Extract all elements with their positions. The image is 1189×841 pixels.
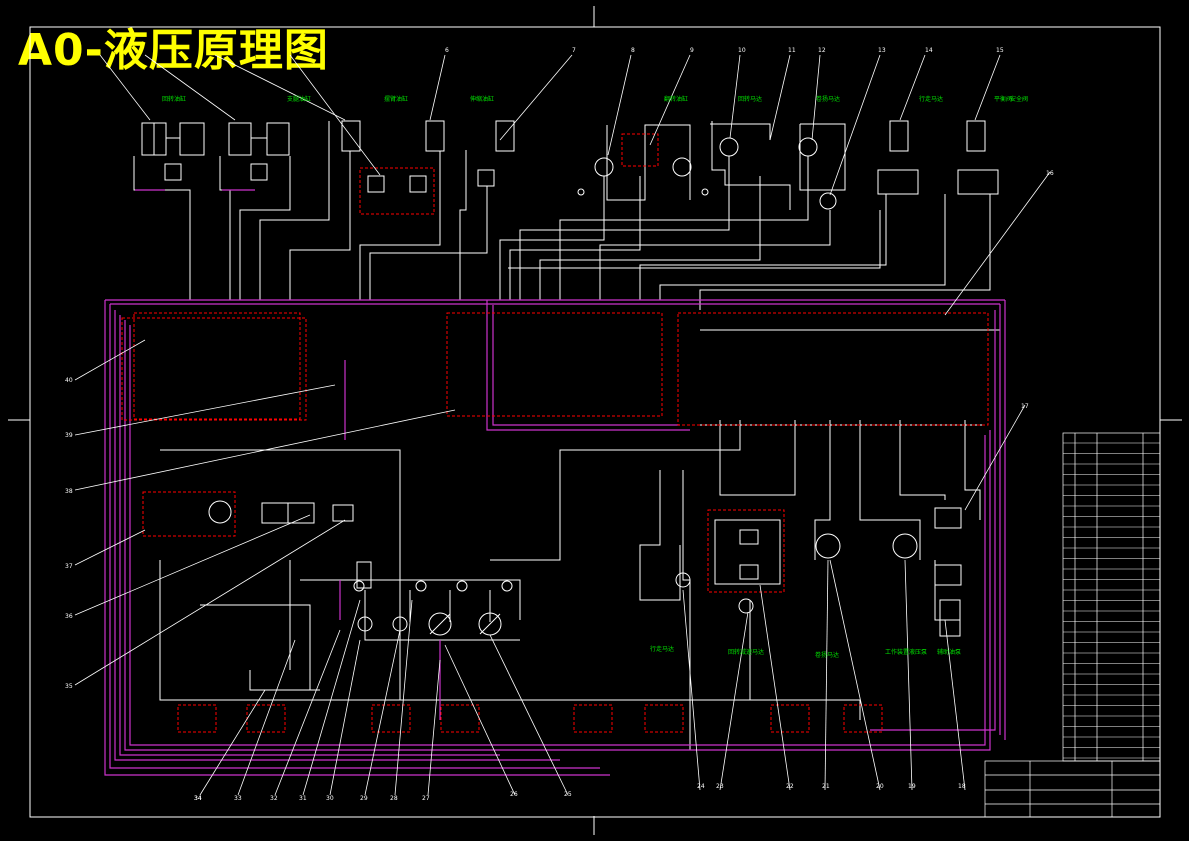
callout-number: 29 xyxy=(360,795,368,802)
drawing-frame xyxy=(29,26,1161,818)
valve-bank-middle xyxy=(446,312,663,417)
callout-number: 37 xyxy=(65,563,73,570)
callout-number: 10 xyxy=(738,47,746,54)
callout-number: 13 xyxy=(878,47,886,54)
callout-number: 40 xyxy=(65,377,73,384)
callout-number: 17 xyxy=(1021,403,1029,410)
callout-number: 7 xyxy=(572,47,576,54)
callout-number: 25 xyxy=(564,791,572,798)
callout-number: 35 xyxy=(65,683,73,690)
callout-number: 18 xyxy=(958,783,966,790)
component-label: 回转马达 xyxy=(738,95,762,103)
callout-number: 33 xyxy=(234,795,242,802)
callout-number: 12 xyxy=(818,47,826,54)
callout-number: 14 xyxy=(925,47,933,54)
cylinder-group-1 xyxy=(141,122,290,156)
component-label: 行走马达 xyxy=(919,95,943,103)
callout-number: 6 xyxy=(445,47,449,54)
callout-number: 38 xyxy=(65,488,73,495)
callout-number: 28 xyxy=(390,795,398,802)
callout-number: 39 xyxy=(65,432,73,439)
valve-bank-right xyxy=(677,312,989,426)
callout-number: 34 xyxy=(194,795,202,802)
callout-number: 9 xyxy=(690,47,694,54)
drawing-title: A0-液压原理图 xyxy=(18,25,329,76)
callout-number: 16 xyxy=(1046,170,1054,177)
callout-number: 34 xyxy=(194,795,202,802)
component-label: 平衡阀 xyxy=(994,95,1012,103)
title-block xyxy=(984,432,1161,818)
callout-number: 24 xyxy=(697,783,705,790)
component-label: 回转减速马达 xyxy=(728,648,764,656)
component-label: 卷扬马达 xyxy=(815,651,839,659)
callout-number: 26 xyxy=(510,791,518,798)
callout-number: 27 xyxy=(422,795,430,802)
component-label: 翻转油缸 xyxy=(664,95,688,103)
callout-number: 22 xyxy=(786,783,794,790)
callout-number: 15 xyxy=(996,47,1004,54)
callout-number: 8 xyxy=(631,47,635,54)
callout-number: 31 xyxy=(299,795,307,802)
callout-number: 11 xyxy=(788,47,796,54)
callout-number: 21 xyxy=(822,783,830,790)
callout-number: 32 xyxy=(270,795,278,802)
component-label: 辅助油泵 xyxy=(937,648,961,656)
component-label: 工作装置液压泵 xyxy=(885,648,927,656)
component-label: 回转油缸 xyxy=(162,95,186,103)
callout-number: 23 xyxy=(716,783,724,790)
callout-number: 20 xyxy=(876,783,884,790)
callout-number: 19 xyxy=(908,783,916,790)
component-label: 支腿油缸 xyxy=(287,95,311,103)
component-label: 行走马达 xyxy=(650,645,674,653)
valve-bank-left xyxy=(133,312,301,420)
callout-number: 36 xyxy=(65,613,73,620)
callout-number: 30 xyxy=(326,795,334,802)
component-label: 摆臂油缸 xyxy=(384,95,408,103)
component-label: 伸缩油缸 xyxy=(470,95,494,103)
cylinder-group-2 xyxy=(341,120,986,152)
component-label: 卷扬马达 xyxy=(816,95,840,103)
component-label: 安全阀 xyxy=(1010,95,1028,103)
